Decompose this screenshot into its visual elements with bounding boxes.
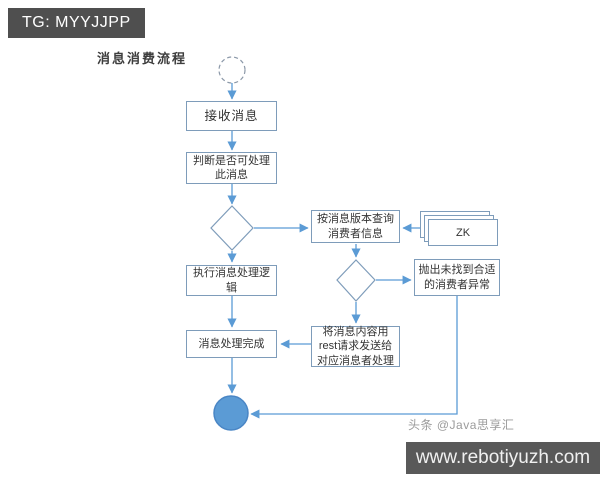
node-processing-done: 消息处理完成 — [186, 330, 277, 358]
decision-1-diamond — [210, 205, 254, 251]
decision-2-diamond — [336, 259, 376, 302]
site-url: www.rebotiyuzh.com — [415, 447, 591, 468]
watermark-credit: 头条 @Java思享汇 — [408, 418, 515, 432]
edge-exception-end — [250, 296, 458, 419]
start-node — [218, 56, 246, 84]
diagram-title: 消息消费流程 — [97, 51, 188, 66]
site-watermark-bar: www.rebotiyuzh.com — [406, 442, 600, 474]
node-receive-message: 接收消息 — [186, 101, 277, 131]
node-query-consumer: 按消息版本查询 消费者信息 — [311, 210, 400, 243]
node-throw-exception: 抛出未找到合适 的消费者异常 — [414, 259, 500, 296]
end-node — [213, 395, 249, 431]
node-send-rest-request: 将消息内容用 rest请求发送给 对应消息者处理 — [311, 326, 400, 367]
tg-badge: TG: MYYJJPP — [8, 8, 145, 38]
node-execute-logic: 执行消息处理逻 辑 — [186, 265, 277, 296]
zk-sheet-front: ZK — [428, 219, 498, 246]
node-judge-processable: 判断是否可处理 此消息 — [186, 152, 277, 184]
